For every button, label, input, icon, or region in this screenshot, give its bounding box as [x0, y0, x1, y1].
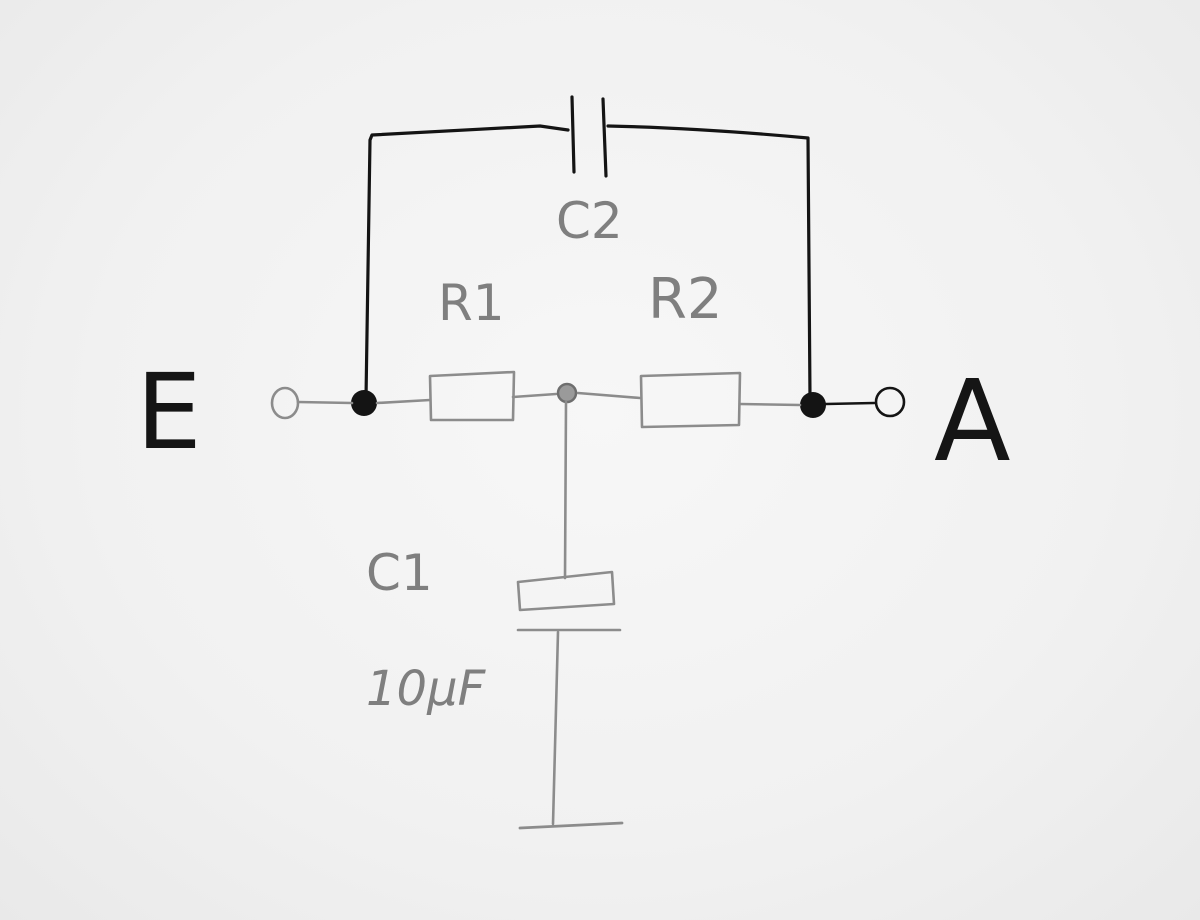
wire-junction-to-r1 — [375, 398, 432, 405]
feedback-wire-left — [364, 124, 570, 400]
signal-path — [270, 370, 802, 830]
output-terminal-label: A — [934, 357, 1011, 487]
input-wire — [296, 400, 354, 405]
wire-r1-to-node — [511, 392, 558, 399]
c2-label: C2 — [556, 192, 623, 250]
feedback-loop — [364, 95, 812, 400]
r1-body — [428, 370, 516, 422]
feedback-wire-right — [606, 124, 812, 400]
wire-node-to-r2 — [576, 391, 642, 400]
input-terminal-label: E — [136, 351, 202, 473]
output-terminal — [874, 386, 906, 418]
center-node — [556, 382, 578, 404]
c1-value-label: 10µF — [366, 661, 487, 717]
wire-c1-to-ground — [551, 630, 560, 826]
input-terminal — [270, 386, 300, 420]
junction-right — [800, 392, 826, 418]
r1-label: R1 — [438, 274, 505, 332]
ground-symbol — [518, 821, 624, 830]
c1-label: C1 — [366, 544, 433, 602]
c1-positive-plate — [516, 570, 616, 612]
c2-plate-left — [570, 95, 576, 174]
r2-body — [639, 371, 742, 429]
vertical-wire-to-c1 — [563, 400, 568, 580]
c2-plate-right — [601, 97, 608, 178]
junction-left — [351, 390, 377, 416]
r2-label: R2 — [648, 267, 723, 332]
wire-r2-to-junction — [738, 402, 802, 407]
output-wire — [824, 401, 876, 406]
